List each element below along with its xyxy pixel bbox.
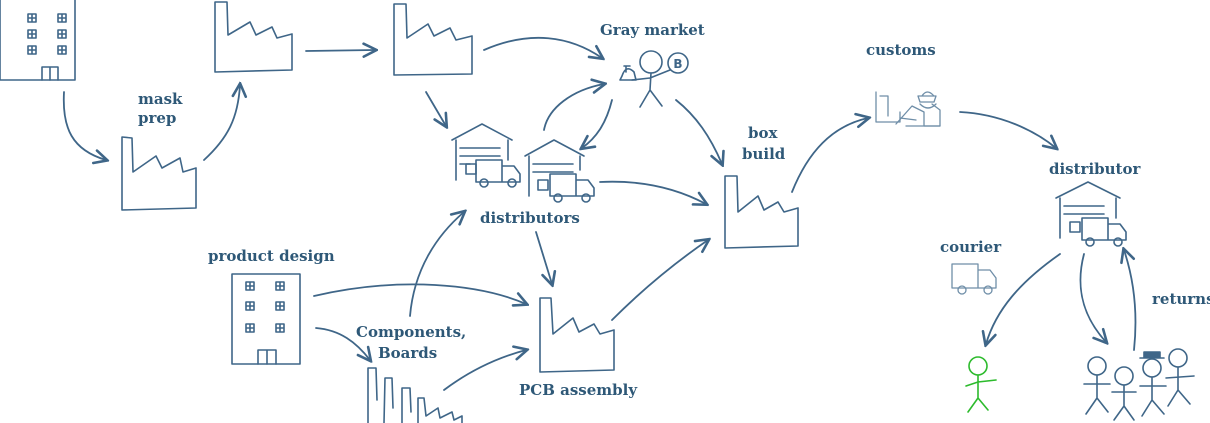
- label-product-design: product design: [208, 247, 335, 265]
- label-components-line1: Components,: [356, 323, 466, 341]
- arrow-components-to-pcb: [443, 350, 526, 391]
- arrow-product-design-to-pcb: [313, 283, 526, 304]
- label-customs: customs: [866, 41, 936, 59]
- packaging-factory-icon: [393, 3, 473, 76]
- label-distributors: distributors: [480, 209, 580, 227]
- consumer-person-icon: [965, 356, 997, 413]
- mask-prep-factory-icon: [121, 136, 197, 211]
- arrow-box-build-to-customs: [791, 118, 868, 193]
- label-components-line2: Boards: [378, 344, 437, 362]
- flow-arrows: [62, 36, 1137, 391]
- arrow-packaging-to-gray-market: [483, 36, 602, 58]
- label-mask-prep-line1: mask: [138, 90, 183, 108]
- arrow-product-design-to-components: [315, 327, 370, 360]
- customers-group-icon: [1083, 348, 1195, 421]
- product-design-building-icon: [231, 273, 301, 365]
- arrow-factory-to-packaging: [305, 50, 375, 51]
- arrow-distributor-to-consumer: [986, 253, 1061, 344]
- arrow-distributors-to-gray-market: [543, 84, 604, 131]
- label-box-build-line1: box: [748, 124, 778, 142]
- arrow-fab-to-mask-prep: [62, 91, 106, 160]
- components-factories-icon: [367, 367, 463, 423]
- arrow-pcb-to-box-build: [611, 240, 708, 321]
- arrow-customs-to-distributor: [959, 111, 1056, 148]
- label-returns: returns: [1152, 290, 1210, 308]
- fab-building-icon: [0, 0, 76, 81]
- distributor-warehouse-icon-2: [524, 139, 595, 203]
- box-build-factory-icon: [724, 175, 799, 249]
- arrow-mask-prep-to-factory: [203, 85, 240, 161]
- bitcoin-symbol: B: [673, 57, 682, 71]
- courier-truck-icon: [951, 263, 997, 295]
- arrow-distributor-to-customers: [1079, 253, 1106, 342]
- distributor-warehouse-icon-3: [1055, 181, 1127, 247]
- label-gray-market: Gray market: [600, 21, 705, 39]
- customs-officer-icon: [875, 91, 941, 127]
- distributor-warehouse-icon-1: [451, 123, 521, 188]
- arrow-distributors-to-box-build: [599, 180, 706, 204]
- arrow-gray-market-to-box-build: [675, 99, 722, 164]
- label-mask-prep-line2: prep: [138, 109, 176, 127]
- label-pcb-assembly: PCB assembly: [519, 381, 638, 399]
- arrow-distributors-to-pcb: [535, 231, 552, 284]
- arrow-returns-to-distributor: [1124, 250, 1137, 351]
- label-box-build-line2: build: [742, 145, 786, 163]
- wafer-factory-icon: [214, 1, 293, 73]
- arrow-components-to-distributors: [409, 212, 464, 317]
- label-courier: courier: [940, 238, 1002, 256]
- pcb-assembly-factory-icon: [539, 297, 615, 373]
- label-distributor: distributor: [1049, 160, 1141, 178]
- arrow-gray-market-to-distributors: [582, 99, 613, 148]
- gray-market-person-icon: [619, 50, 689, 108]
- arrow-packaging-to-distributors: [425, 91, 446, 126]
